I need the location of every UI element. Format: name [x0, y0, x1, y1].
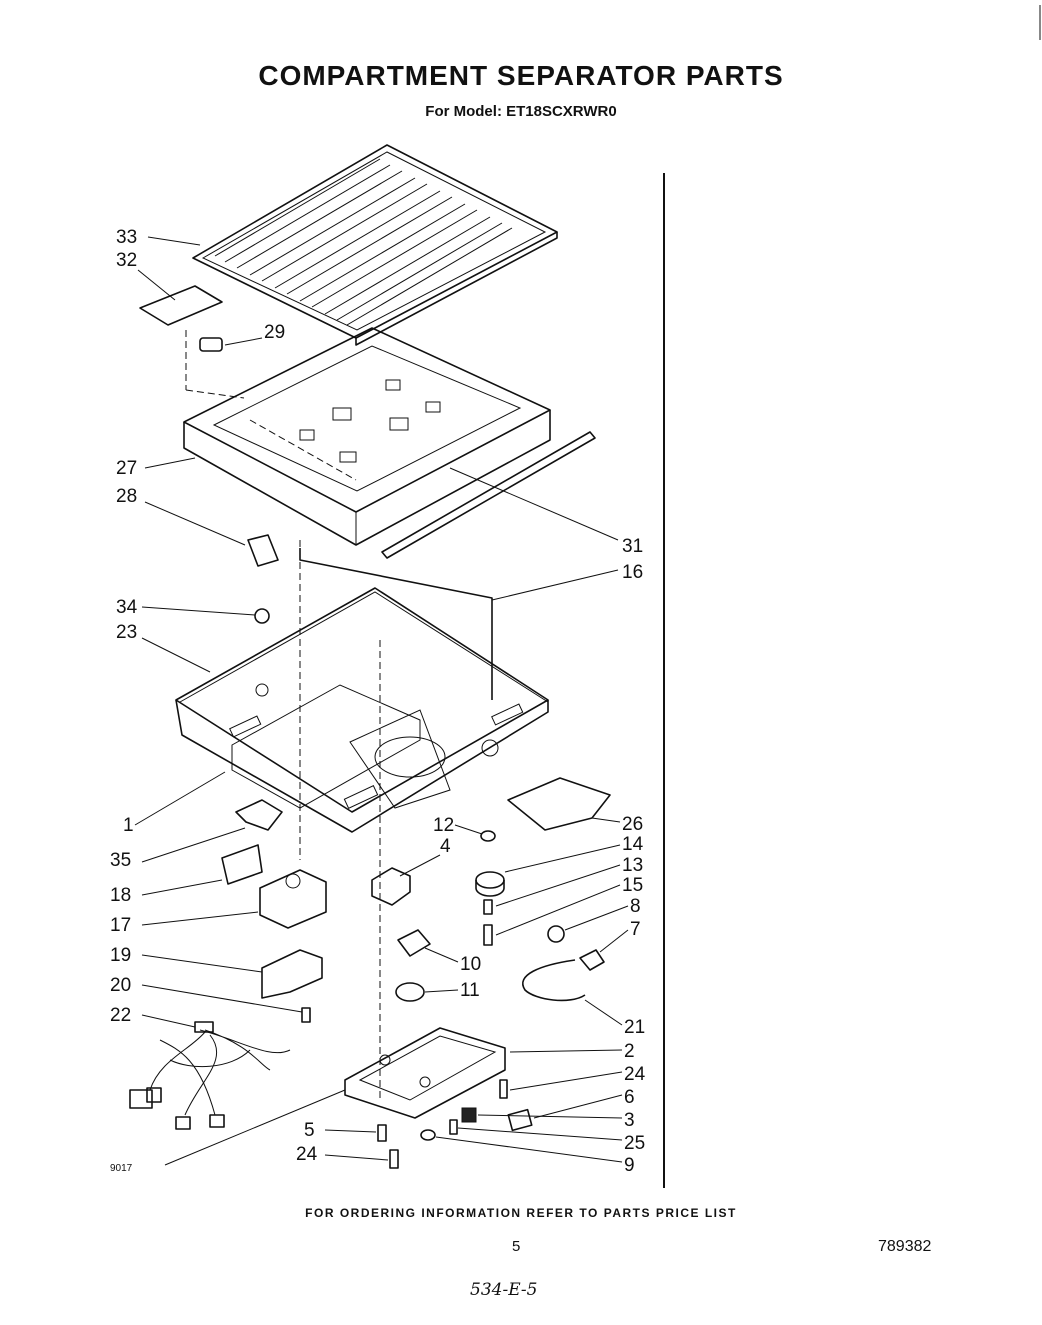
callout-13: 13: [622, 855, 643, 876]
part-3-switch: [461, 1107, 477, 1123]
part-29-block: [199, 337, 223, 352]
part-9-plug: [420, 1129, 436, 1141]
callout-6: 6: [624, 1087, 635, 1108]
callout-15: 15: [622, 875, 643, 896]
handwritten-note: 534-E-5: [470, 1280, 538, 1300]
part-6-switch: [507, 1108, 533, 1132]
part-24-screw-b: [389, 1149, 399, 1169]
part-23-lower-tray: [175, 587, 549, 833]
part-11-disk: [395, 982, 425, 1002]
callout-16: 16: [622, 562, 643, 583]
page-number: 5: [512, 1238, 521, 1255]
part-27-separator-frame: [183, 327, 551, 546]
callout-27: 27: [116, 458, 137, 479]
callout-31: 31: [622, 536, 643, 557]
part-17-housing: [259, 869, 327, 929]
part-20-screw: [301, 1007, 311, 1023]
callout-1: 1: [123, 815, 134, 836]
part-2-bottom-housing: [344, 1027, 506, 1119]
part-12-washer: [480, 830, 496, 842]
part-8-lamp: [547, 925, 565, 943]
callout-4: 4: [440, 836, 451, 857]
part-13-rivet: [483, 899, 493, 915]
callout-7: 7: [630, 919, 641, 940]
callout-20: 20: [110, 975, 131, 996]
callout-11: 11: [460, 980, 480, 1001]
callout-32: 32: [116, 250, 137, 271]
callout-numbers: 3332292728311634231351817192022124261413…: [110, 227, 646, 1176]
callout-25: 25: [624, 1133, 645, 1154]
part-31-strip: [381, 431, 596, 559]
model-line: For Model: ET18SCXRWR0: [425, 103, 617, 120]
callout-17: 17: [110, 915, 131, 936]
page-title: COMPARTMENT SEPARATOR PARTS: [258, 60, 784, 91]
callout-5: 5: [304, 1120, 315, 1141]
callout-3: 3: [624, 1110, 635, 1131]
callout-8: 8: [630, 896, 641, 917]
callout-18: 18: [110, 885, 131, 906]
leader-lines: [134, 236, 629, 1166]
part-22-wire-harness: [129, 1021, 291, 1130]
document-number: 789382: [878, 1238, 932, 1255]
callout-2: 2: [624, 1041, 635, 1062]
part-28-block: [247, 534, 279, 567]
callout-12: 12: [433, 815, 454, 836]
callout-33: 33: [116, 227, 137, 248]
part-25-screw: [449, 1119, 458, 1135]
drawing-code: 9017: [110, 1163, 133, 1174]
part-14-socket: [475, 871, 505, 889]
part-16-tube: [299, 548, 493, 700]
part-5-screw: [377, 1124, 387, 1142]
callout-26: 26: [622, 814, 643, 835]
callout-23: 23: [116, 622, 137, 643]
callout-22: 22: [110, 1005, 131, 1026]
callout-24: 24: [296, 1144, 318, 1165]
callout-34: 34: [116, 597, 138, 618]
part-34-grommet: [254, 608, 270, 624]
callout-14: 14: [622, 834, 644, 855]
part-26-pad: [507, 777, 611, 831]
callout-19: 19: [110, 945, 131, 966]
part-21-lamp-wire: [522, 959, 586, 1002]
callout-35: 35: [110, 850, 131, 871]
part-19-bracket: [261, 949, 323, 999]
callout-21: 21: [624, 1017, 645, 1038]
part-7-socket: [579, 949, 605, 971]
part-4-bracket: [371, 867, 411, 906]
part-32-pad: [139, 285, 223, 326]
part-35-knob: [235, 799, 283, 831]
part-15-screw: [483, 924, 493, 946]
callout-28: 28: [116, 486, 137, 507]
callout-10: 10: [460, 954, 481, 975]
part-18-bezel: [221, 844, 263, 885]
callout-9: 9: [624, 1155, 635, 1176]
part-24-screw-a: [499, 1079, 508, 1099]
callout-24: 24: [624, 1064, 646, 1085]
part-33-grille-cover: [192, 144, 558, 346]
callout-29: 29: [264, 322, 285, 343]
part-10-switch: [397, 929, 431, 957]
ordering-note: FOR ORDERING INFORMATION REFER TO PARTS …: [305, 1206, 737, 1220]
